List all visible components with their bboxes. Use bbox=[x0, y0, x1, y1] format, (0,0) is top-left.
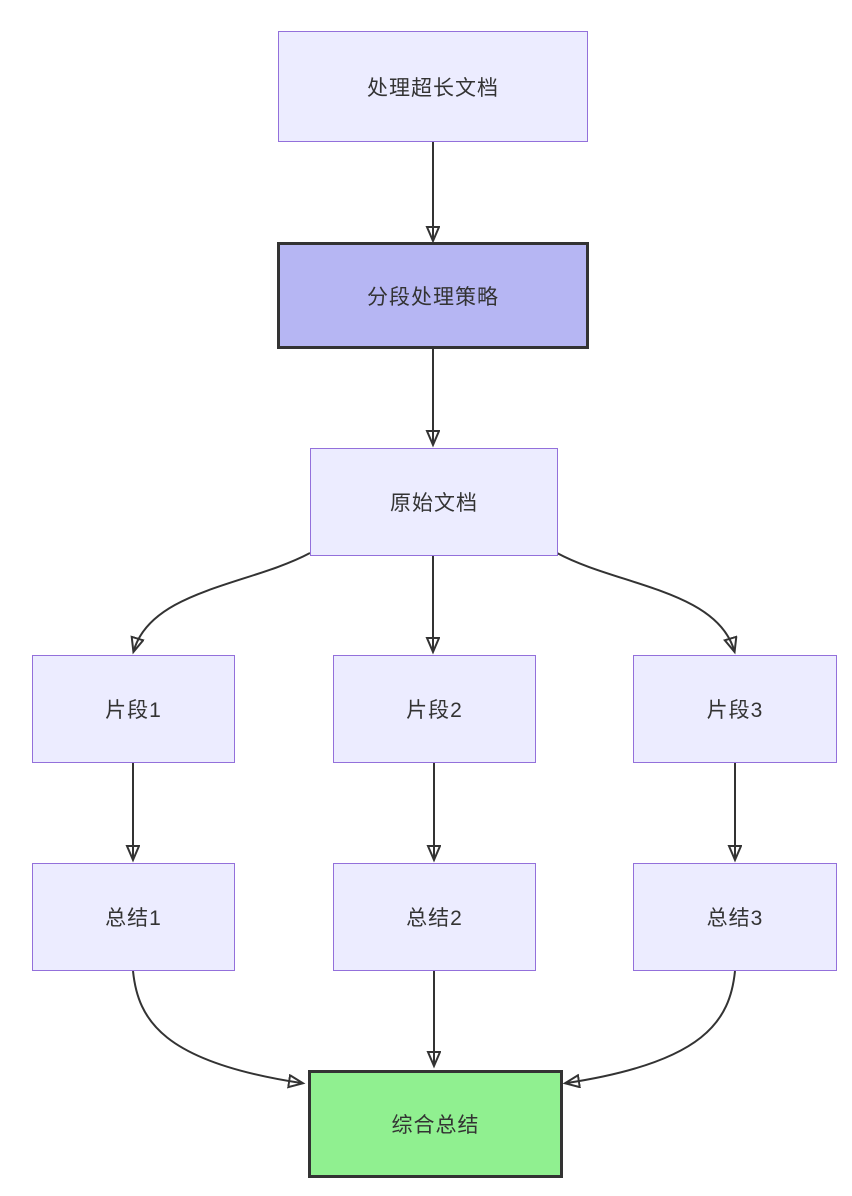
node-chunk-2-label: 片段2 bbox=[406, 699, 463, 722]
node-chunking-strategy: 分段处理策略 bbox=[277, 242, 589, 349]
node-process-long-doc-label: 处理超长文档 bbox=[367, 76, 499, 100]
node-summary-1: 总结1 bbox=[32, 863, 235, 971]
node-chunk-1: 片段1 bbox=[32, 655, 235, 763]
node-original-doc: 原始文档 bbox=[310, 448, 558, 556]
node-summary-2-label: 总结2 bbox=[406, 907, 463, 930]
node-process-long-doc: 处理超长文档 bbox=[278, 31, 588, 142]
node-summary-3-label: 总结3 bbox=[706, 907, 764, 930]
node-chunk-1-label: 片段1 bbox=[105, 699, 162, 722]
node-summary-1-label: 总结1 bbox=[105, 907, 162, 930]
edge-summary-3-to-final-summary bbox=[567, 970, 736, 1083]
edge-original-doc-to-chunk-3 bbox=[556, 552, 734, 650]
node-chunking-strategy-label: 分段处理策略 bbox=[367, 285, 499, 309]
node-final-summary: 综合总结 bbox=[308, 1070, 563, 1178]
node-chunk-2: 片段2 bbox=[333, 655, 536, 763]
node-summary-3: 总结3 bbox=[633, 863, 837, 971]
node-summary-2: 总结2 bbox=[333, 863, 536, 971]
edge-original-doc-to-chunk-1 bbox=[134, 552, 311, 650]
node-chunk-3-label: 片段3 bbox=[706, 699, 764, 722]
node-chunk-3: 片段3 bbox=[633, 655, 837, 763]
edge-summary-1-to-final-summary bbox=[132, 970, 301, 1083]
node-final-summary-label: 综合总结 bbox=[391, 1114, 480, 1137]
node-original-doc-label: 原始文档 bbox=[390, 492, 478, 515]
